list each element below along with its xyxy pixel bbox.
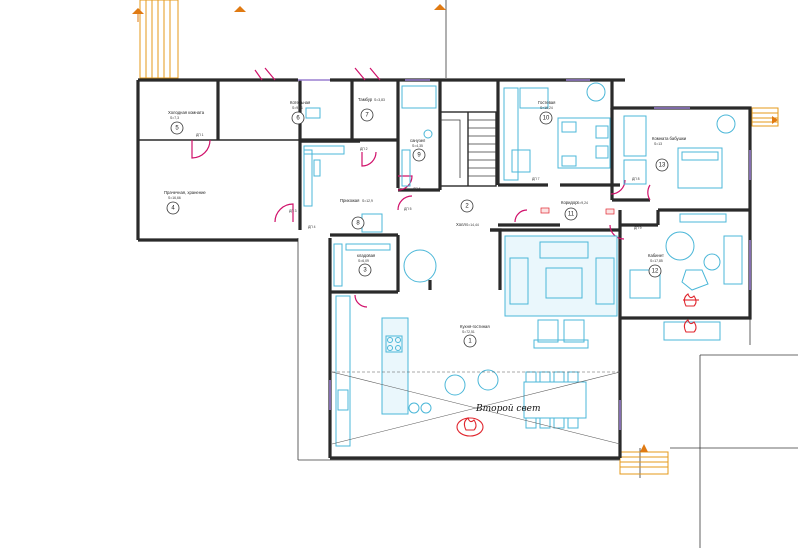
svg-text:ДП 5: ДП 5 [404,207,412,211]
svg-text:ДП 9: ДП 9 [634,226,642,230]
svg-text:2: 2 [465,204,469,210]
svg-text:Кухня-гостиная: Кухня-гостиная [460,324,490,329]
svg-text:ДП 7: ДП 7 [532,177,540,181]
entrance-arrow-icon [132,8,144,14]
svg-text:7: 7 [365,113,369,119]
svg-text:S=16,66: S=16,66 [168,196,181,200]
fireplace-icon [456,417,484,437]
svg-text:S=7,3: S=7,3 [170,116,179,120]
svg-text:Кабинет: Кабинет [648,253,664,258]
living-zone-furniture [504,235,618,349]
svg-text:6: 6 [296,116,300,122]
svg-text:Коридор: Коридор [561,200,578,205]
internal-staircase [440,112,496,186]
bottom-entrance-stair [619,444,669,475]
fireplace-icon [683,319,697,333]
door-swings [191,67,651,308]
svg-text:кладовая: кладовая [357,253,375,258]
door-labels: ДП 1 ДП 2 ДП 3 ДП 4 ДП 5 ДП 6 ДП 7 ДП 8 … [196,133,642,230]
walls [136,78,752,460]
windows [298,79,751,430]
svg-text:ДП 6: ДП 6 [413,187,421,191]
entrance-furniture [303,107,383,233]
svg-text:S=9,81: S=9,81 [292,106,303,110]
room-labels: Холодная комната S=7,3 Котельная S=9,81 … [164,97,687,334]
svg-text:S=17,85: S=17,85 [650,259,663,263]
bathroom-furniture [401,85,437,187]
svg-text:ДП 1: ДП 1 [196,133,204,137]
svg-text:12: 12 [652,269,659,275]
svg-text:S=13: S=13 [654,142,662,146]
svg-text:10: 10 [543,116,550,122]
svg-text:Гостевая: Гостевая [538,100,555,105]
svg-text:ДП 4: ДП 4 [308,225,316,229]
svg-text:8: 8 [356,221,360,227]
top-entrance-stair [132,0,446,79]
svg-text:Прихожая: Прихожая [340,198,359,203]
svg-text:ДП 8: ДП 8 [632,177,640,181]
svg-text:9: 9 [417,153,421,159]
sensor-marker [540,207,550,214]
guest-room-furniture [503,82,611,181]
svg-text:ДП 3: ДП 3 [289,209,297,213]
svg-text:Прачечная, хранение: Прачечная, хранение [164,190,206,195]
svg-text:S=9,24: S=9,24 [577,201,588,205]
svg-text:S=4,35: S=4,35 [412,144,423,148]
svg-text:S=14,44: S=14,44 [466,223,479,227]
svg-text:санузел: санузел [410,138,426,143]
svg-text:Комната бабушки: Комната бабушки [652,136,687,141]
svg-text:ДП 2: ДП 2 [360,147,368,151]
right-entrance-stair [751,107,779,127]
svg-text:3: 3 [363,268,367,274]
svg-text:S=6,09: S=6,09 [358,259,369,263]
site-lines [177,0,798,548]
entrance-arrow-icon [234,6,246,12]
svg-text:Тамбур: Тамбур [358,97,373,102]
second-light-label: Второй свет [475,404,541,414]
svg-text:4: 4 [171,206,175,212]
svg-text:5: 5 [175,126,179,132]
svg-text:S=12,9: S=12,9 [362,199,373,203]
cabinet-furniture [629,213,743,341]
svg-text:11: 11 [568,212,575,218]
kitchen-furniture [335,295,432,447]
second-light-zone: Второй свет [331,371,621,445]
grandmother-room-furniture [623,114,736,189]
svg-text:S=72,51: S=72,51 [462,330,475,334]
svg-text:Холл: Холл [456,222,466,227]
dining-table [444,369,587,429]
svg-text:Холодная комната: Холодная комната [168,110,205,115]
svg-text:Котельная: Котельная [290,100,310,105]
svg-text:S=16,24: S=16,24 [540,106,553,110]
room-number-circles: 5 6 7 9 10 13 4 8 2 11 12 3 1 [166,108,669,348]
sensor-marker [605,208,615,215]
svg-text:S=3,83: S=3,83 [374,98,385,102]
pantry-furniture [333,243,437,287]
entrance-arrow-icon [434,4,446,10]
svg-text:1: 1 [468,339,472,345]
svg-text:13: 13 [659,163,666,169]
fireplace-icon [683,293,699,307]
